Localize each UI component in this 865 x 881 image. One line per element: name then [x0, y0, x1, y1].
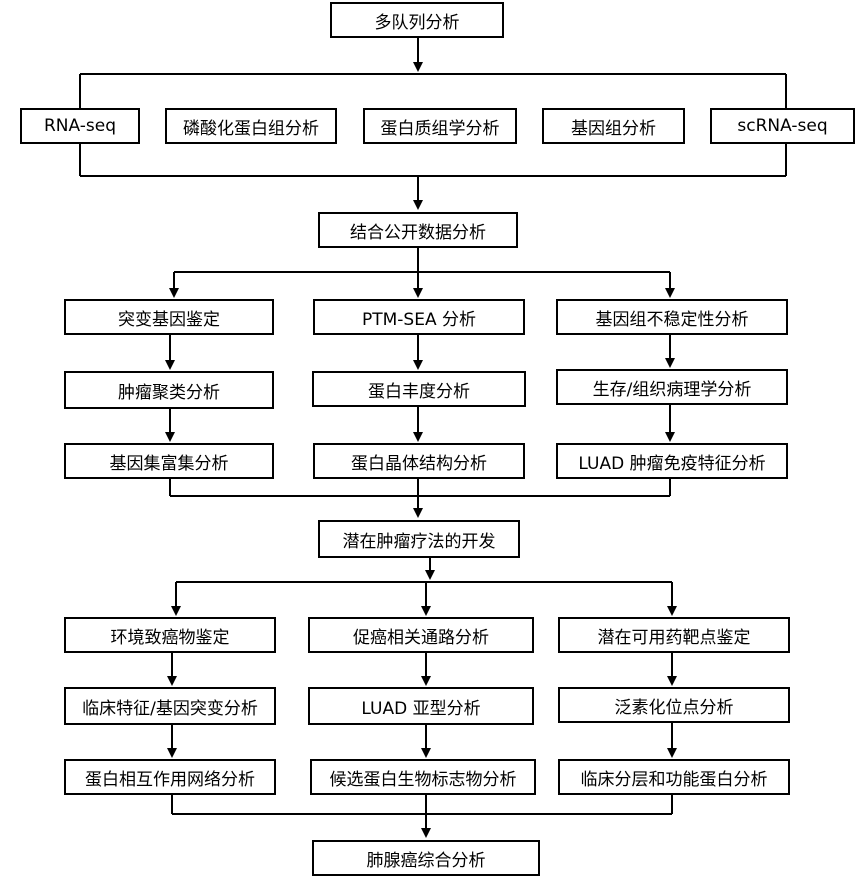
node-public-data: 结合公开数据分析: [318, 212, 518, 248]
node-clinical-mutation: 临床特征/基因突变分析: [64, 687, 276, 725]
node-protein-crystal: 蛋白晶体结构分析: [313, 443, 525, 479]
node-multi-cohort: 多队列分析: [330, 2, 504, 38]
node-clinical-strat: 临床分层和功能蛋白分析: [558, 759, 790, 795]
node-lung-adeno: 肺腺癌综合分析: [312, 840, 540, 876]
node-tumor-cluster: 肿瘤聚类分析: [64, 371, 274, 409]
node-genomics: 基因组分析: [542, 108, 685, 144]
node-oncogenic-pathway: 促癌相关通路分析: [308, 617, 534, 653]
node-mutation-id: 突变基因鉴定: [64, 299, 274, 335]
node-carcinogen-id: 环境致癌物鉴定: [64, 617, 276, 653]
node-therapy-dev: 潜在肿瘤疗法的开发: [318, 520, 520, 558]
node-luad-immune: LUAD 肿瘤免疫特征分析: [556, 443, 788, 479]
node-ubiquitination: 泛素化位点分析: [558, 687, 790, 723]
node-drug-target: 潜在可用药靶点鉴定: [558, 617, 790, 653]
node-proteomics: 蛋白质组学分析: [363, 108, 517, 144]
node-luad-subtype: LUAD 亚型分析: [308, 687, 534, 725]
node-survival-pathology: 生存/组织病理学分析: [556, 369, 788, 405]
node-ptm-sea: PTM-SEA 分析: [313, 299, 525, 335]
node-gene-set-enrich: 基因集富集分析: [64, 443, 274, 479]
node-genome-instability: 基因组不稳定性分析: [556, 299, 788, 335]
node-ppi-network: 蛋白相互作用网络分析: [64, 759, 276, 795]
node-scrna-seq: scRNA-seq: [710, 108, 855, 144]
node-phospho: 磷酸化蛋白组分析: [165, 108, 337, 144]
node-protein-abundance: 蛋白丰度分析: [312, 371, 526, 407]
node-biomarker: 候选蛋白生物标志物分析: [310, 759, 536, 795]
node-rna-seq: RNA-seq: [20, 108, 140, 144]
